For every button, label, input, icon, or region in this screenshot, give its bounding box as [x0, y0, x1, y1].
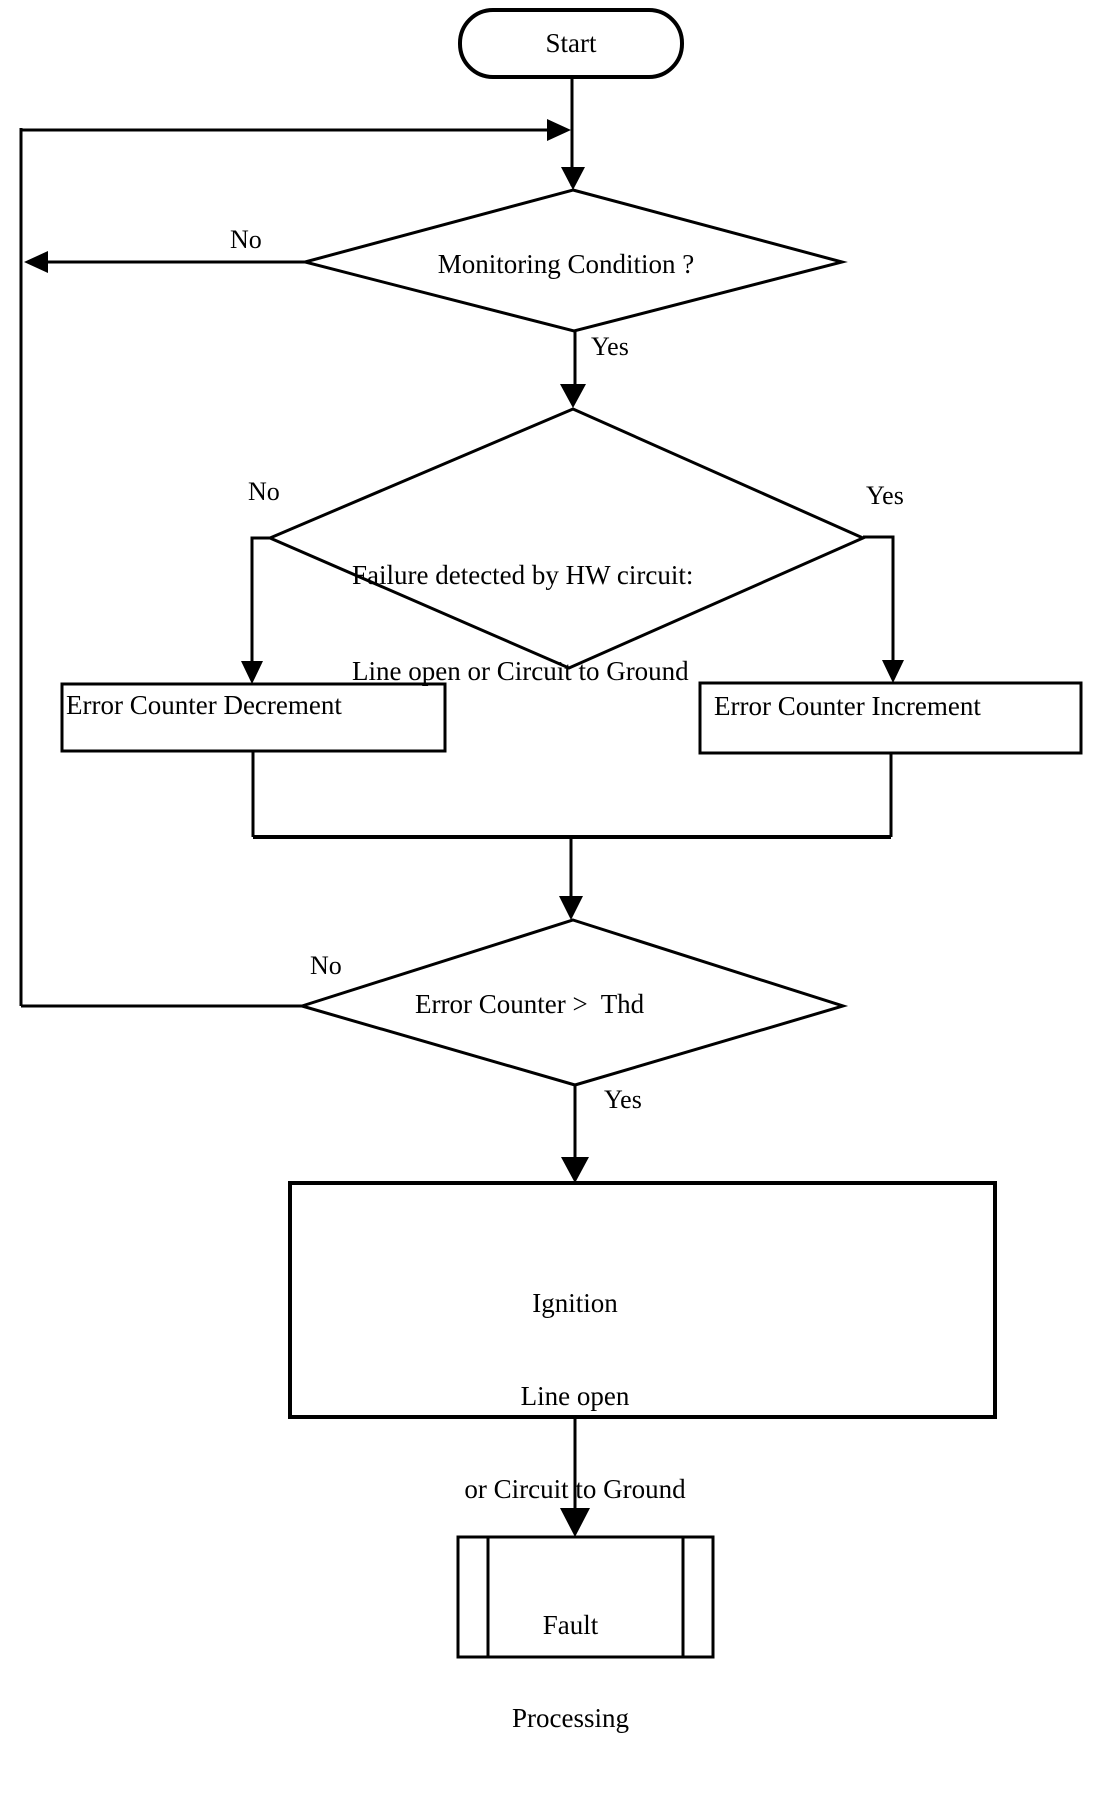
- decision-monitoring-label: Monitoring Condition ?: [437, 249, 695, 279]
- process-ignition-line2: Line open: [520, 1381, 630, 1411]
- predefined-fault-line2: Processing: [512, 1703, 629, 1733]
- decision-failure-line2: Line open or Circuit to Ground: [352, 656, 689, 686]
- decision-failure-line1: Failure detected by HW circuit:: [352, 560, 694, 590]
- arrowhead-feedback-right-icon: [547, 119, 571, 141]
- arrowhead-into-failure-icon: [560, 384, 586, 408]
- process-ignition-label: Ignition Line open or Circuit to Ground: [290, 1226, 860, 1567]
- connector-failure-no: [250, 536, 270, 664]
- arrowhead-into-decrement-icon: [241, 661, 263, 684]
- arrowhead-into-threshold-icon: [559, 896, 583, 920]
- arrowhead-into-ignition-icon: [561, 1157, 589, 1183]
- flowchart-canvas: Start No Monitoring Condition ? Yes No Y…: [19, 8, 1083, 1733]
- decision-failure-label: Failure detected by HW circuit: Line ope…: [352, 495, 693, 751]
- predefined-fault-line1: Fault: [542, 1610, 599, 1640]
- process-ignition-shape: [288, 1181, 997, 1419]
- monitoring-no-label: No: [230, 225, 262, 254]
- process-decrement-label: Error Counter Decrement: [66, 690, 342, 720]
- process-increment-label: Error Counter Increment: [714, 691, 981, 721]
- start-label: Start: [545, 28, 597, 58]
- connector-failure-yes: [863, 535, 895, 662]
- predefined-fault-label: Fault Processing: [458, 1548, 683, 1796]
- arrowhead-into-monitoring-icon: [561, 167, 585, 190]
- decision-failure-shape: [266, 407, 867, 670]
- failure-yes-label: Yes: [866, 481, 904, 510]
- decision-threshold-label: Error Counter > Thd: [415, 989, 645, 1019]
- arrowhead-into-increment-icon: [882, 660, 904, 683]
- failure-no-label: No: [248, 477, 280, 506]
- monitoring-yes-label: Yes: [591, 332, 629, 361]
- arrowhead-monitoring-no-icon: [24, 251, 48, 273]
- predefined-fault-shape: [456, 1535, 715, 1659]
- flowchart-geometry: [19, 8, 1083, 1659]
- threshold-no-label: No: [310, 951, 342, 980]
- process-ignition-line3: or Circuit to Ground: [464, 1474, 686, 1504]
- process-ignition-line1: Ignition: [532, 1288, 618, 1318]
- threshold-yes-label: Yes: [604, 1085, 642, 1114]
- arrowhead-into-fault-icon: [560, 1508, 590, 1537]
- process-increment-shape: [698, 681, 1083, 755]
